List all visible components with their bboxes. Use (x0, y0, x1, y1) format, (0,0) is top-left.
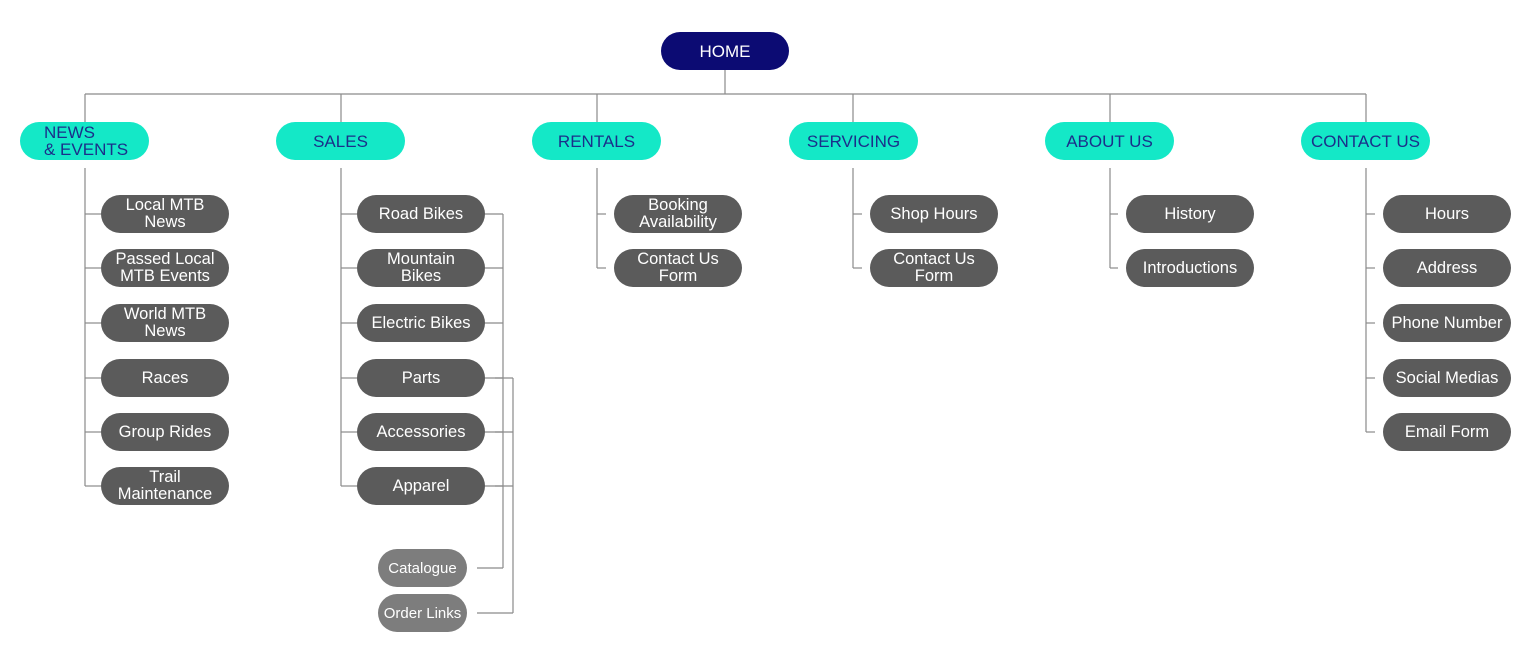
node-address: Address (1383, 249, 1511, 287)
node-about-us: ABOUT US (1045, 122, 1174, 160)
node-trail-maintenance: Trail Maintenance (101, 467, 229, 505)
node-local-mtb-news: Local MTB News (101, 195, 229, 233)
node-world-mtb-news: World MTB News (101, 304, 229, 342)
node-electric-bikes: Electric Bikes (357, 304, 485, 342)
node-history: History (1126, 195, 1254, 233)
node-servicing-contact-form: Contact Us Form (870, 249, 998, 287)
node-group-rides: Group Rides (101, 413, 229, 451)
node-order-links: Order Links (378, 594, 467, 632)
node-email-form: Email Form (1383, 413, 1511, 451)
node-accessories: Accessories (357, 413, 485, 451)
node-shop-hours: Shop Hours (870, 195, 998, 233)
node-booking-availability: Booking Availability (614, 195, 742, 233)
node-home: HOME (661, 32, 789, 70)
node-races: Races (101, 359, 229, 397)
node-sales: SALES (276, 122, 405, 160)
node-news-events: NEWS & EVENTS (20, 122, 149, 160)
node-hours: Hours (1383, 195, 1511, 233)
node-phone-number: Phone Number (1383, 304, 1511, 342)
node-servicing: SERVICING (789, 122, 918, 160)
node-introductions: Introductions (1126, 249, 1254, 287)
node-road-bikes: Road Bikes (357, 195, 485, 233)
node-rentals: RENTALS (532, 122, 661, 160)
node-catalogue: Catalogue (378, 549, 467, 587)
node-rentals-contact-form: Contact Us Form (614, 249, 742, 287)
node-mountain-bikes: Mountain Bikes (357, 249, 485, 287)
node-parts: Parts (357, 359, 485, 397)
node-contact-us: CONTACT US (1301, 122, 1430, 160)
node-social-medias: Social Medias (1383, 359, 1511, 397)
node-passed-local-mtb-events: Passed Local MTB Events (101, 249, 229, 287)
node-apparel: Apparel (357, 467, 485, 505)
